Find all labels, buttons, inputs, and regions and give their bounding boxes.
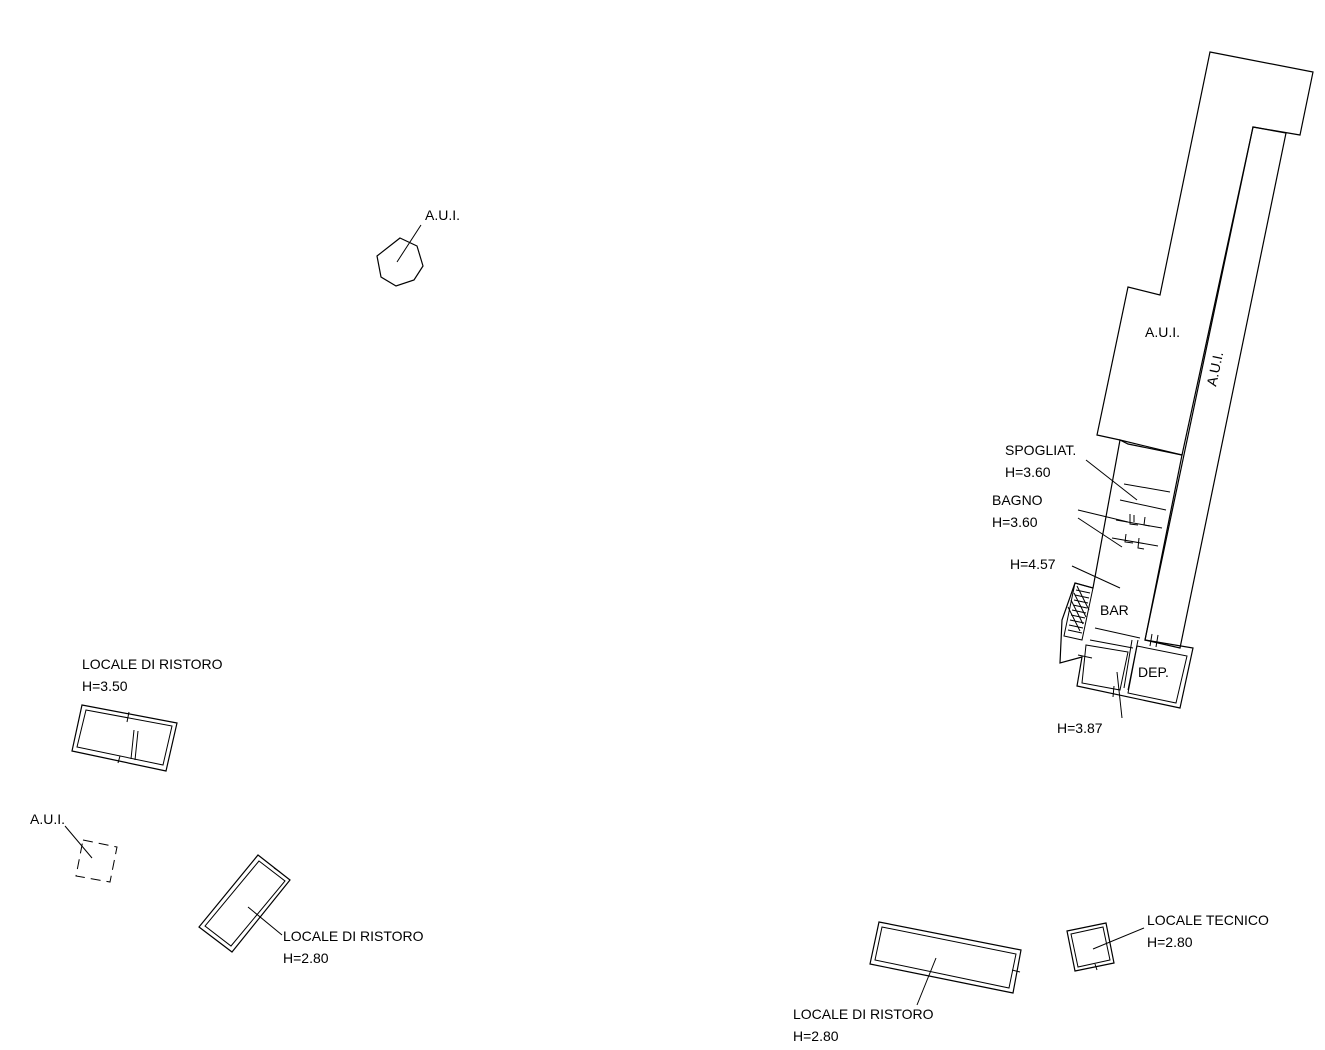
ristoro-center-height: H=2.80 [283, 950, 329, 966]
tecnico-building [1066, 922, 1145, 972]
bagno-label: BAGNO [992, 492, 1043, 508]
aui-top-label: A.U.I. [425, 207, 460, 223]
service-building [1059, 439, 1194, 719]
ristoro-left-building [71, 704, 178, 772]
aui-small-structure [64, 825, 118, 883]
ristoro-bottom-building [869, 921, 1022, 1006]
bagno-height: H=3.60 [992, 514, 1038, 530]
aui-top-structure [376, 224, 424, 287]
aui-small-label: A.U.I. [30, 811, 65, 827]
bar-height: H=4.57 [1010, 556, 1056, 572]
spogliat-height: H=3.60 [1005, 464, 1051, 480]
aui-block-label: A.U.I. [1145, 324, 1180, 340]
spogliat-label: SPOGLIAT. [1005, 442, 1076, 458]
aui-strip-label: A.U.I. [1203, 350, 1226, 388]
ristoro-bottom-height: H=2.80 [793, 1028, 839, 1044]
bar-label: BAR [1100, 602, 1129, 618]
ristoro-center-label: LOCALE DI RISTORO [283, 928, 424, 944]
ristoro-left-height: H=3.50 [82, 678, 128, 694]
aui-main-building [1096, 51, 1314, 649]
ristoro-bottom-label: LOCALE DI RISTORO [793, 1006, 934, 1022]
tecnico-height: H=2.80 [1147, 934, 1193, 950]
ristoro-left-label: LOCALE DI RISTORO [82, 656, 223, 672]
ristoro-center-building [198, 854, 291, 953]
dep-height: H=3.87 [1057, 720, 1103, 736]
dep-label: DEP. [1138, 664, 1169, 680]
tecnico-label: LOCALE TECNICO [1147, 912, 1269, 928]
